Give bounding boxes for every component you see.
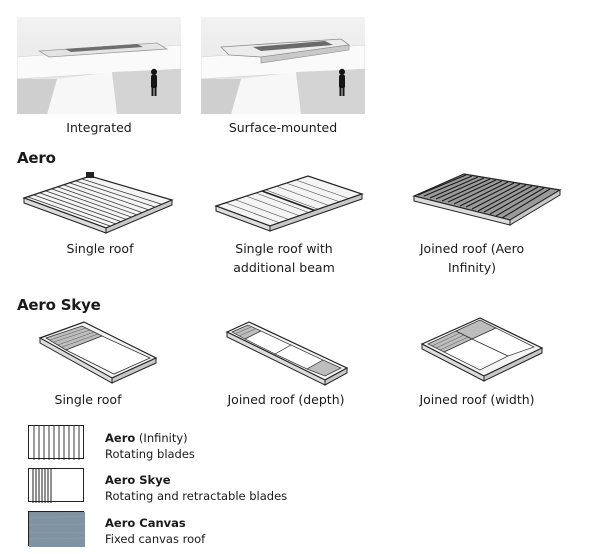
legend-aero-text: Aero (Infinity) Rotating blades: [105, 431, 195, 461]
legend-aero-canvas-texture: [28, 512, 86, 547]
legend-aero-skye-text: Aero Skye Rotating and retractable blade…: [105, 473, 288, 503]
aero-skye-joined-depth-caption: Joined roof (depth): [227, 392, 345, 407]
aero-skye-single-roof-caption: Single roof: [54, 392, 122, 407]
aero-single-roof-beam-drawing: [214, 175, 364, 232]
surface-mounted-caption: Surface-mounted: [228, 120, 338, 135]
aero-joined-roof-drawing: [412, 173, 562, 226]
aero-skye-section-title: Aero Skye: [17, 296, 101, 314]
aero-skye-joined-width-drawing: [420, 317, 544, 382]
aero-single-roof-caption: Single roof: [66, 241, 134, 256]
integrated-render: [17, 17, 181, 114]
aero-skye-single-roof-drawing: [38, 321, 158, 384]
surface-mounted-scene: [201, 38, 365, 114]
legend-aero-skye-pattern: [32, 469, 52, 503]
legend-aero-skye-swatch: [28, 468, 84, 503]
integrated-caption: Integrated: [66, 120, 132, 135]
aero-joined-roof-caption: Joined roof (Aero Infinity): [419, 241, 525, 275]
aero-section-title: Aero: [17, 149, 56, 167]
aero-single-roof-drawing: [22, 172, 174, 234]
legend-aero-pattern: [33, 426, 80, 460]
surface-mounted-render: [201, 17, 365, 114]
legend-aero-swatch: [28, 425, 84, 460]
aero-skye-joined-width-caption: Joined roof (width): [419, 392, 535, 407]
aero-skye-joined-depth-drawing: [225, 321, 349, 386]
legend-aero-canvas-swatch: [28, 511, 86, 547]
aero-single-roof-beam-caption: Single roof with additional beam: [233, 241, 335, 275]
integrated-scene: [17, 42, 181, 114]
legend-aero-canvas-text: Aero Canvas Fixed canvas roof: [105, 516, 206, 546]
